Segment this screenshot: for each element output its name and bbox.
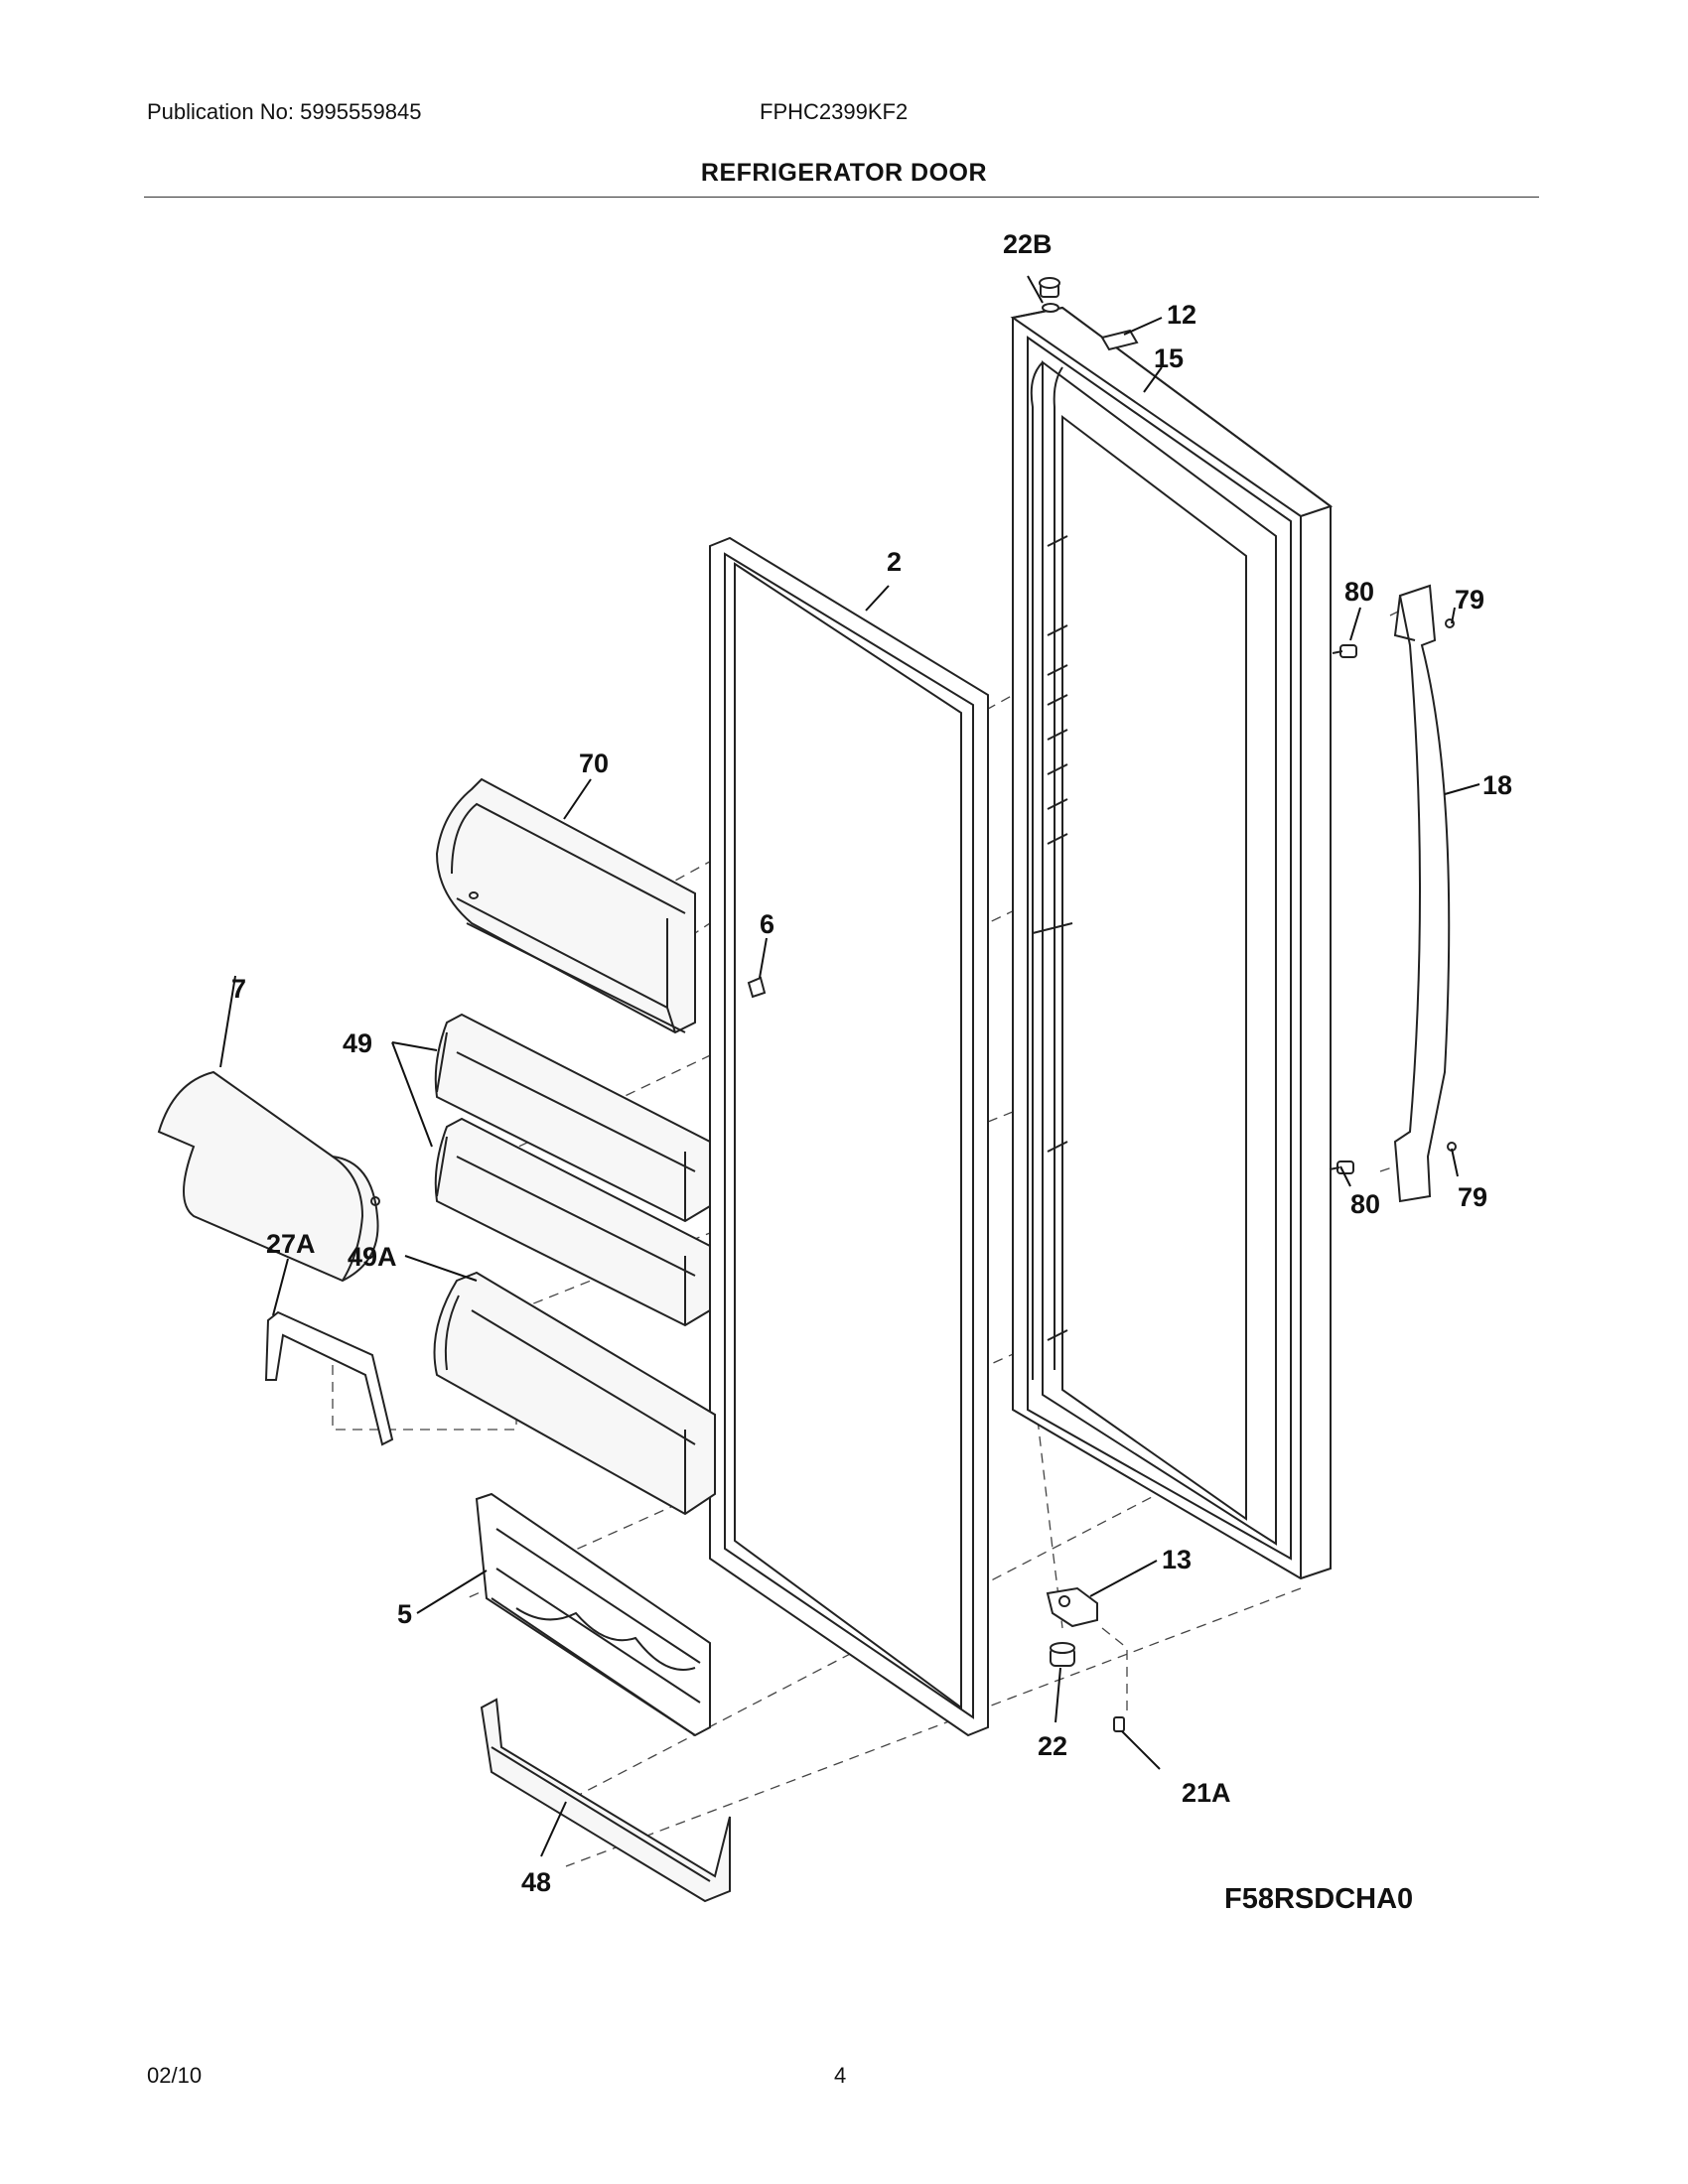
label-plate-12 (1100, 329, 1139, 351)
handle-screw-80-top (1332, 644, 1357, 658)
callout-7: 7 (231, 974, 246, 1004)
callout-22b: 22B (1003, 229, 1053, 259)
callout-27a: 27A (266, 1229, 316, 1259)
page-number: 4 (834, 2063, 847, 2088)
callout-12: 12 (1167, 300, 1196, 330)
hinge-pin-22 (1050, 1642, 1075, 1667)
screw-21a (1113, 1716, 1125, 1732)
callout-13: 13 (1162, 1545, 1192, 1574)
gallon-door-bin-49a (433, 1271, 716, 1516)
section-title: REFRIGERATOR DOOR (700, 159, 988, 187)
callout-79-top: 79 (1455, 585, 1484, 614)
clip-6 (747, 976, 767, 999)
callout-21a: 21A (1182, 1778, 1231, 1808)
leader-lines (219, 275, 1480, 1857)
callout-79-bottom: 79 (1458, 1182, 1487, 1212)
callout-2: 2 (887, 547, 902, 577)
callout-6: 6 (760, 909, 774, 939)
door-bin-49-upper (434, 1013, 711, 1223)
callout-70: 70 (579, 749, 609, 778)
callout-18: 18 (1482, 770, 1512, 800)
publication-number: Publication No: 5995559845 (147, 99, 422, 124)
dairy-door-handle-27a (264, 1310, 394, 1446)
door-handle (1393, 584, 1451, 1203)
header-rule (144, 197, 1539, 198)
publication-date: 02/10 (147, 2063, 203, 2088)
dairy-door-7 (157, 1070, 380, 1283)
hinge-bushing-22b (1039, 277, 1060, 313)
door-outer-panel (1010, 306, 1334, 1580)
bottom-shelf-48 (480, 1698, 731, 1903)
hinge-bracket-13 (1046, 1586, 1098, 1628)
bottle-rack-5 (475, 1492, 711, 1737)
dairy-compartment-70 (435, 777, 696, 1034)
figure-code: F58RSDCHA0 (1224, 1883, 1413, 1915)
door-bin-49-lower (434, 1117, 711, 1327)
callout-49a: 49A (348, 1242, 397, 1272)
callout-48: 48 (521, 1867, 551, 1897)
callout-80-bottom: 80 (1350, 1189, 1380, 1219)
callout-15: 15 (1154, 343, 1184, 373)
door-shelf-studs (1032, 535, 1073, 1341)
callout-labels: 22B 12 15 2 80 79 18 70 6 7 49 27A 49A 8… (231, 229, 1512, 1897)
callout-80-top: 80 (1344, 577, 1374, 607)
callout-22: 22 (1038, 1731, 1067, 1761)
callout-49: 49 (343, 1028, 372, 1058)
callout-5: 5 (397, 1599, 412, 1629)
door-gasket (709, 536, 989, 1737)
model-number: FPHC2399KF2 (760, 99, 909, 124)
